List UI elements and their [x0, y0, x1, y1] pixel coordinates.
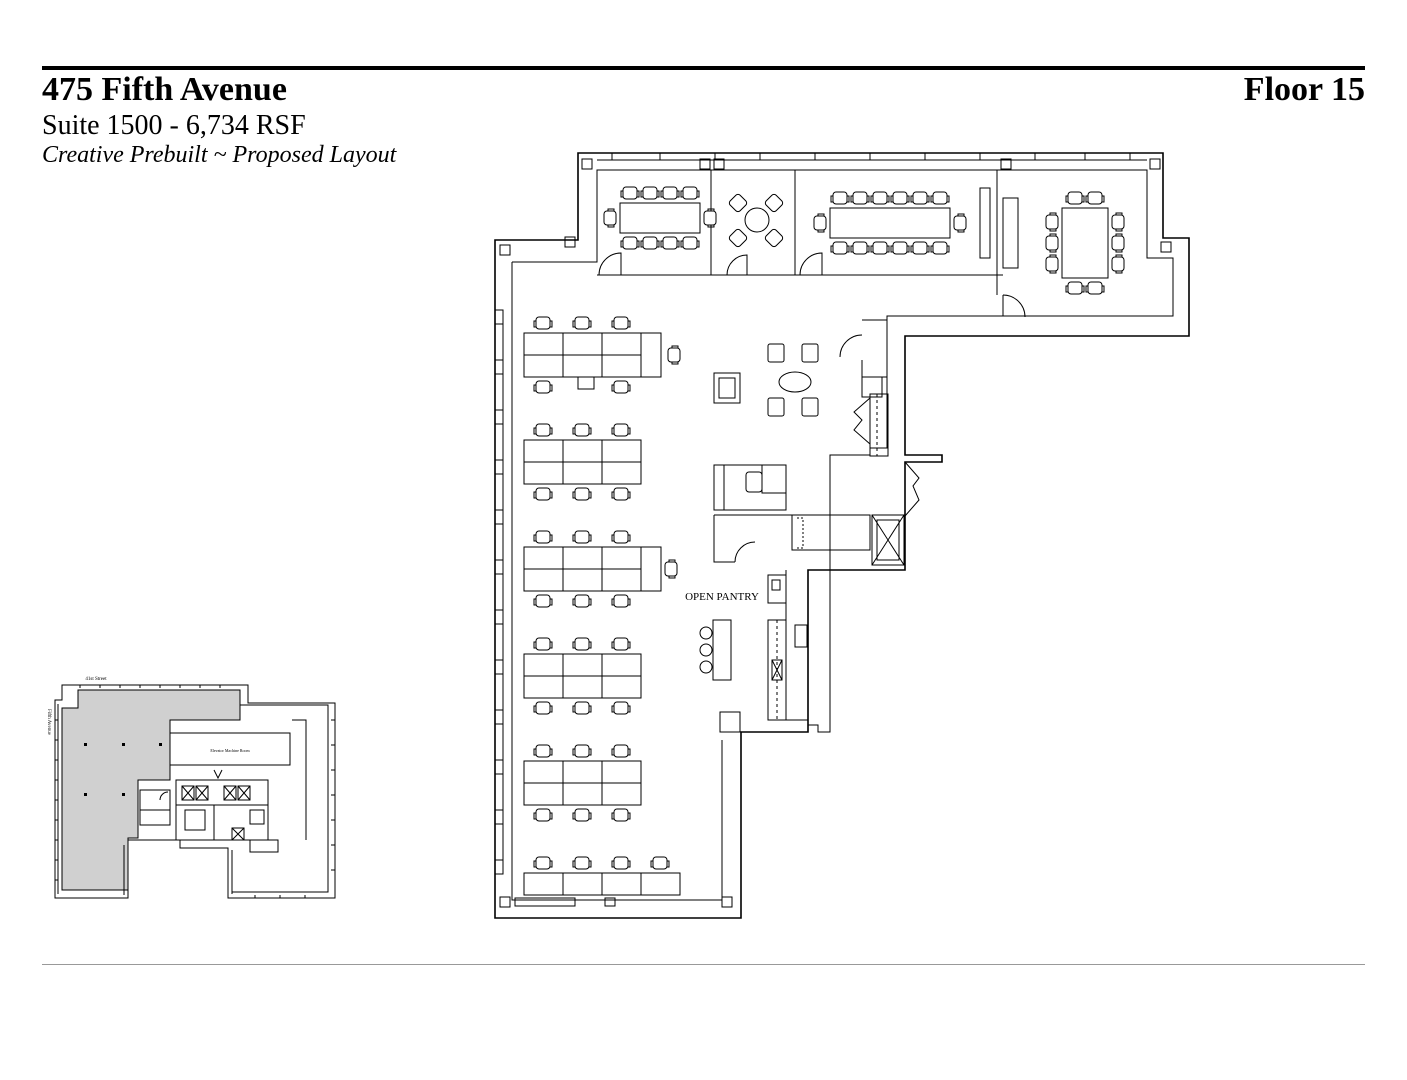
workstation-cluster-1	[523, 316, 681, 394]
workstations	[514, 316, 681, 907]
core-rooms	[713, 319, 920, 566]
key-plan-avenue-label: Fifth Avenue	[46, 709, 51, 736]
open-pantry: OPEN PANTRY	[685, 570, 808, 721]
workstation-cluster-2	[523, 423, 642, 501]
key-plan-street-label: 41st Street	[85, 677, 107, 682]
building-address: 475 Fifth Avenue	[42, 71, 287, 108]
floor-number: Floor 15	[1243, 71, 1365, 108]
footer-rule	[42, 964, 1365, 965]
layout-subtitle: Creative Prebuilt ~ Proposed Layout	[42, 142, 397, 168]
key-plan: Elevator Machine Room	[46, 677, 336, 899]
conference-table-b	[813, 191, 967, 255]
suite-info: Suite 1500 - 6,734 RSF	[42, 110, 306, 141]
pantry-label: OPEN PANTRY	[685, 591, 759, 603]
round-table	[728, 193, 784, 248]
workstation-cluster-6	[514, 856, 681, 907]
conference-table-a	[603, 186, 717, 250]
lounge	[713, 343, 819, 417]
workstation-cluster-4	[523, 637, 642, 715]
key-plan-room-label: Elevator Machine Room	[210, 748, 250, 753]
conference-table-c	[1045, 191, 1125, 295]
header-rule	[42, 66, 1365, 70]
suite-outline	[494, 152, 1190, 919]
workstation-cluster-5	[523, 744, 642, 822]
workstation-cluster-3	[523, 530, 678, 608]
